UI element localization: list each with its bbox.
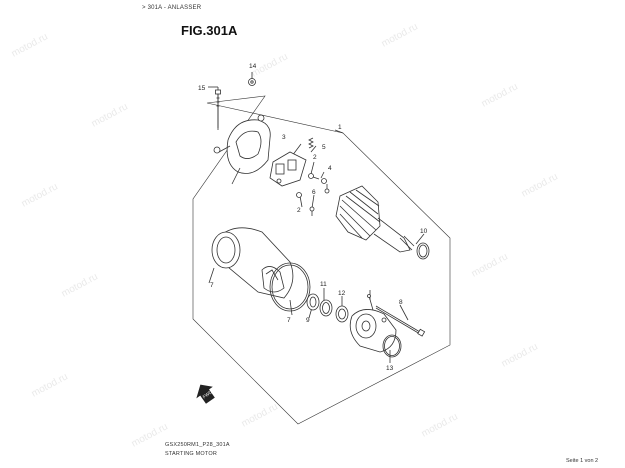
screw-part bbox=[324, 188, 330, 194]
callout-label: 6 bbox=[312, 189, 316, 196]
leader-line bbox=[310, 145, 317, 153]
brush-holder-part bbox=[269, 151, 307, 187]
spring-part bbox=[308, 137, 314, 149]
callout-label: 4 bbox=[328, 165, 332, 172]
callout-label: 15 bbox=[198, 85, 206, 92]
o-ring-large-part bbox=[269, 262, 311, 312]
screw-part bbox=[296, 192, 302, 198]
o-ring-large-part bbox=[271, 264, 309, 310]
bearing-part bbox=[335, 305, 349, 323]
leader-line bbox=[399, 304, 409, 321]
breadcrumb: > 301A - ANLASSER bbox=[142, 5, 202, 11]
leader-line bbox=[311, 194, 315, 209]
seal-part bbox=[319, 299, 333, 317]
washer-part bbox=[309, 296, 317, 308]
leader-line bbox=[334, 129, 344, 134]
callout-label: 12 bbox=[338, 290, 346, 297]
o-ring-part bbox=[384, 336, 400, 356]
footer-code: GSX250RM1_P28_301A bbox=[165, 442, 230, 448]
leader-line bbox=[208, 267, 215, 284]
callout-label: 8 bbox=[399, 299, 403, 306]
callout-label: 2 bbox=[313, 154, 317, 161]
bolt-part bbox=[215, 89, 221, 128]
figure-title: FIG.301A bbox=[181, 23, 238, 38]
callout-label: 7 bbox=[287, 317, 291, 324]
callout-label: 1 bbox=[338, 124, 342, 131]
callout-label: 10 bbox=[420, 228, 428, 235]
front-cover-part bbox=[349, 309, 397, 353]
leader-line bbox=[299, 195, 303, 208]
screw-part bbox=[321, 178, 327, 184]
page-number: Seite 1 von 2 bbox=[566, 458, 599, 464]
callout-label: 13 bbox=[386, 365, 394, 372]
end-cover-part bbox=[213, 114, 271, 185]
callout-label: 2 bbox=[297, 207, 301, 214]
footer-name: STARTING MOTOR bbox=[165, 451, 217, 457]
seal-part bbox=[322, 302, 330, 314]
yoke-housing-part bbox=[211, 227, 294, 299]
callout-label: 5 bbox=[322, 144, 326, 151]
callout-label: 11 bbox=[320, 281, 327, 288]
o-ring-part bbox=[382, 334, 402, 358]
armature-part bbox=[335, 185, 415, 253]
leader-line bbox=[289, 299, 293, 316]
callout-label: 7 bbox=[210, 282, 214, 289]
callout-label: 14 bbox=[249, 63, 257, 70]
callout-label: 3 bbox=[282, 134, 286, 141]
o-ring-part bbox=[418, 244, 428, 258]
through-bolt-part bbox=[375, 305, 426, 337]
leader-line bbox=[415, 233, 425, 245]
nut-part bbox=[248, 78, 256, 86]
callout-label: 9 bbox=[306, 317, 310, 324]
leader-line bbox=[320, 171, 325, 179]
washer-part bbox=[306, 293, 320, 311]
fwd-label: FWD bbox=[202, 389, 214, 399]
leader-line bbox=[310, 161, 315, 175]
fwd-arrow-icon bbox=[196, 384, 215, 404]
callout-labels: 1 2 2 3 4 5 6 7 7 8 9 10 11 12 13 14 15 bbox=[198, 63, 428, 372]
screw-part bbox=[309, 206, 315, 216]
screw-part bbox=[308, 173, 320, 180]
bearing-part bbox=[338, 308, 346, 320]
pin-part bbox=[367, 294, 374, 311]
